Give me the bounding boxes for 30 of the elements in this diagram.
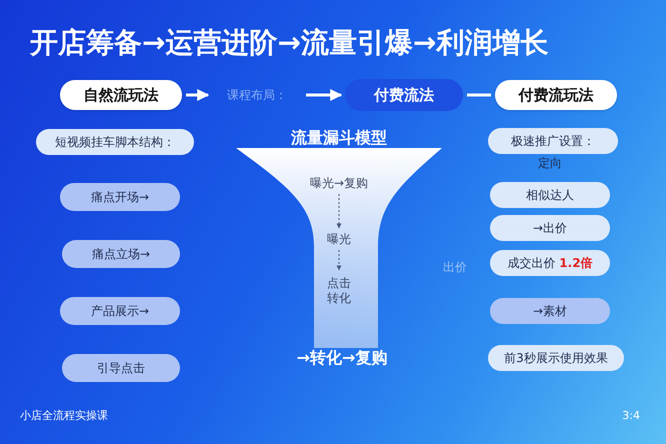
stage-pill: 自然流玩法 (60, 80, 182, 110)
title: 开店筹备→运营进阶→流量引爆→利润增长 (30, 25, 548, 61)
funnel-step: 曝光 (314, 228, 364, 250)
arrow (336, 250, 342, 270)
step-pill: 痛点立场→ (62, 240, 180, 268)
step-pill: 成交出价 1.2倍 (490, 250, 610, 276)
step-text: 定向 (537, 155, 563, 172)
stage-pill: 付费流玩法 (495, 80, 617, 110)
step-pill: →出价 (490, 215, 610, 241)
arrow (186, 89, 210, 101)
step-pill: 短视频挂车脚本结构： (36, 129, 194, 155)
connector-line (467, 94, 491, 96)
footer-text: 小店全流程实操课 (20, 408, 109, 424)
step-pill: 极速推广设置： (488, 128, 618, 154)
faint-text: 出价 (442, 259, 468, 276)
page-number: 3:4 (621, 408, 640, 424)
step-pill: 引导点击 (62, 354, 180, 382)
funnel-title: 流量漏斗模型 (290, 127, 388, 149)
funnel-caption: →转化→复购 (296, 347, 388, 369)
stage-pill: 付费流法 (345, 79, 463, 111)
funnel-step: 曝光→复购 (294, 172, 384, 194)
step-pill: 痛点开场→ (60, 183, 180, 211)
funnel-step: 点击转化 (314, 270, 364, 312)
step-pill: →素材 (490, 298, 610, 324)
step-pill: 前3秒展示使用效果 (488, 345, 624, 371)
step-pill: 产品展示→ (60, 297, 180, 325)
stage-text: 课程布局： (212, 84, 302, 106)
step-pill: 相似达人 (490, 182, 610, 208)
arrow (336, 194, 342, 228)
arrow (306, 89, 342, 101)
